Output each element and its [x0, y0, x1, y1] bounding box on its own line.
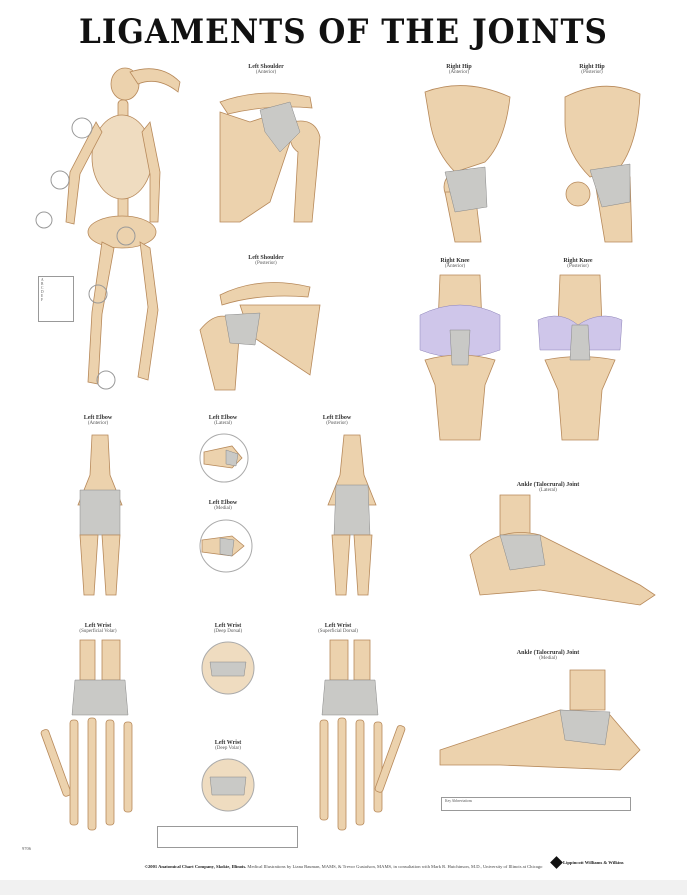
knee-posterior-illustration [537, 274, 623, 441]
publisher-logo-icon [550, 856, 563, 869]
panel-title-elbow-lateral: Left Elbow(Lateral) [208, 415, 238, 426]
elbow-medial-illustration [199, 519, 253, 573]
panel-title-shoulder-anterior: Left Shoulder(Anterior) [248, 64, 284, 75]
knee-anterior-illustration [419, 274, 501, 441]
panel-title-wrist-superficial-dorsal: Left Wrist(Superficial Dorsal) [318, 623, 358, 634]
elbow-lateral-illustration [199, 433, 249, 483]
wrist-deep-dorsal-illustration [201, 641, 255, 695]
panel-title-ankle-medial: Ankle (Talocrural) Joint(Medial) [516, 650, 580, 661]
ankle-lateral-illustration [469, 494, 656, 606]
poster-title: LIGAMENTS OF THE JOINTS [79, 12, 608, 52]
wrist-legend [157, 826, 298, 848]
wrist-deep-volar-illustration [201, 758, 255, 812]
panel-title-elbow-medial: Left Elbow(Medial) [208, 500, 238, 511]
panel-title-knee-posterior: Right Knee(Posterior) [563, 258, 593, 269]
wrist-superficial-volar-illustration [40, 639, 133, 831]
panel-title-shoulder-posterior: Left Shoulder(Posterior) [248, 255, 284, 266]
elbow-anterior-illustration [77, 434, 123, 596]
panel-title-elbow-anterior: Left Elbow(Anterior) [83, 415, 113, 426]
skeleton-figure [35, 67, 181, 390]
panel-title-wrist-superficial-volar: Left Wrist(Superficial Volar) [79, 623, 117, 634]
ankle-medial-illustration [439, 669, 641, 771]
hip-anterior-illustration [424, 85, 511, 243]
panel-title-knee-anterior: Right Knee(Anterior) [440, 258, 470, 269]
elbow-posterior-illustration [327, 434, 377, 596]
shoulder-anterior-illustration [219, 92, 321, 223]
panel-title-ankle-lateral: Ankle (Talocrural) Joint(Lateral) [516, 482, 580, 493]
hip-posterior-illustration [564, 85, 641, 243]
footer-credits: ©2001 Anatomical Chart Company, Skokie, … [144, 864, 543, 869]
panel-title-hip-posterior: Right Hip(Posterior) [579, 64, 605, 75]
panel-title-wrist-deep-dorsal: Left Wrist(Deep Dorsal) [213, 623, 243, 634]
wrist-superficial-dorsal-illustration [319, 639, 406, 831]
publisher-logo: Lippincott Williams & Wilkins [550, 856, 624, 869]
panel-title-elbow-posterior: Left Elbow(Posterior) [322, 415, 352, 426]
chart-code: 9706 [22, 846, 31, 851]
page-shadow [0, 880, 687, 895]
panel-title-hip-anterior: Right Hip(Anterior) [446, 64, 472, 75]
panel-title-wrist-deep-volar: Left Wrist(Deep Volar) [214, 740, 242, 751]
abbreviations-box: Key Abbreviations [441, 797, 631, 811]
shoulder-posterior-illustration [199, 282, 321, 391]
